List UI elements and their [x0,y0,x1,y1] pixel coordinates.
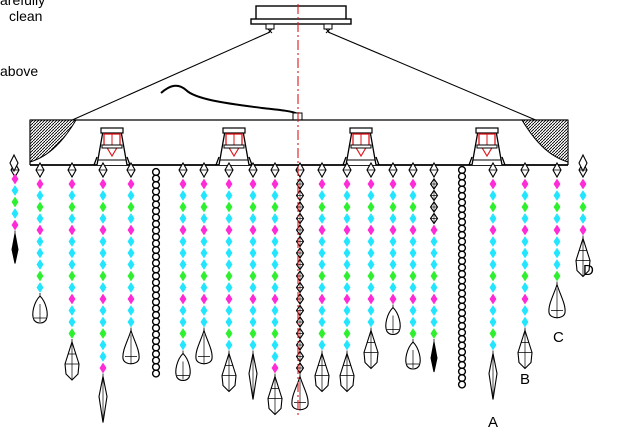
crystal-strand [488,161,498,400]
crystal-strand [457,165,467,389]
crystal-drop-icon [221,351,237,393]
crystal-strand [575,161,591,278]
power-cord [160,84,299,115]
crystal-drop-icon [430,341,438,373]
lamp-socket-icon [342,127,380,166]
crystal-drop-icon [64,340,80,381]
note-line-1: arefully [0,0,46,8]
crystal-drop-icon [339,351,355,393]
crystal-strands [10,161,591,423]
note-line-2: clean [9,8,43,24]
crystal-strand [175,161,191,382]
lamp-socket-icon [468,127,506,166]
crystal-strand [267,161,283,416]
crystal-strand [314,161,330,393]
crystal-strand [32,161,48,324]
note-line-3: above [0,63,39,79]
lamp-socket-icon [215,127,253,166]
lamp-sockets [93,127,506,166]
strand-label-b: B [520,371,530,388]
crystal-strand [98,161,108,423]
crystal-drop-icon [195,328,213,365]
crystal-drop-icon [122,328,140,365]
crystal-strand [248,161,258,400]
crystal-strand [221,161,237,393]
crystal-strand [122,161,140,365]
crystal-strand [385,161,401,336]
crystal-drop-icon [548,282,566,319]
strand-label-d: D [583,262,594,279]
crystal-drop-icon [267,374,283,416]
crystal-drop-icon [575,236,591,278]
crystal-drop-icon [11,233,19,264]
left-hatched-bracket [29,119,77,163]
ceiling-canopy-icon [250,5,352,34]
chandelier-frame [29,119,569,166]
suspension-cables [69,31,539,122]
crystal-drop-icon [517,328,533,370]
crystal-strand [195,161,213,365]
crystal-drop-icon [248,353,258,400]
crystal-drop-icon [98,376,108,423]
crystal-drop-icon [175,352,191,382]
crystal-drop-icon [32,295,48,324]
crystal-strand [291,161,309,411]
crystal-strand [405,161,421,370]
crystal-strand [363,161,379,370]
crystal-drop-icon [291,374,309,411]
crystal-strand [429,161,439,373]
crystal-strand [64,161,80,381]
strand-label-a: A [488,414,498,431]
crystal-drop-icon [488,353,498,400]
lamp-socket-icon [93,127,131,166]
crystal-strand [339,161,355,393]
strand-label-c: C [553,329,564,346]
crystal-drop-icon [405,341,421,370]
crystal-strand [517,161,533,370]
crystal-drop-icon [314,351,330,393]
crystal-drop-icon [385,306,401,336]
crystal-strand [548,161,566,319]
frame-end-finials [9,153,588,173]
right-hatched-bracket [521,119,569,163]
crystal-drop-icon [363,328,379,370]
crystal-strand [151,167,161,378]
crystal-strand [10,161,20,264]
